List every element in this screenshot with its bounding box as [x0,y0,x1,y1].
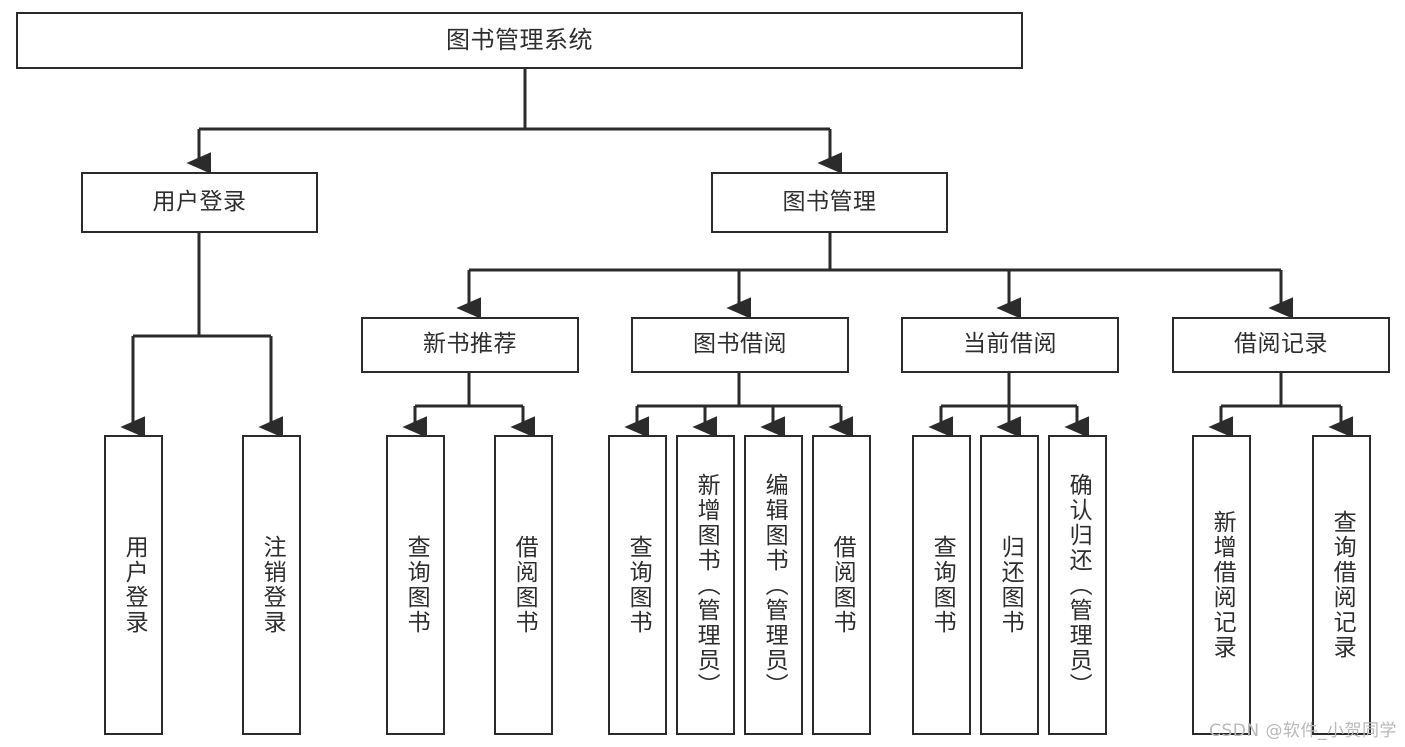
leaf-query-book-current[interactable]: 查询图书 [912,435,971,735]
node-new-book-recommendation[interactable]: 新书推荐 [361,317,579,373]
root-to-level1-connectors [186,68,843,174]
leaf-add-book-admin[interactable]: 新增图书（管理员） [676,435,735,735]
leaf-user-login[interactable]: 用户登录 [104,435,163,735]
node-current-borrowing[interactable]: 当前借阅 [901,317,1119,373]
node-label: 用户登录 [121,535,148,635]
borrow-records-to-leaves-connectors [1208,373,1354,438]
node-label: 当前借阅 [963,331,1057,358]
leaf-add-borrow-record[interactable]: 新增借阅记录 [1192,435,1251,735]
leaf-query-book-borrow[interactable]: 查询图书 [608,435,667,735]
node-label: 用户登录 [152,188,247,215]
node-label: 借阅图书 [511,535,538,635]
user-login-to-leaves-connectors [120,233,284,438]
node-label: 图书借阅 [693,331,787,358]
new-books-to-leaves-connectors [402,373,536,438]
node-label: 查询图书 [929,535,956,635]
node-label: 图书管理系统 [446,26,593,55]
node-label: 图书管理 [782,188,877,215]
leaf-edit-book-admin[interactable]: 编辑图书（管理员） [744,435,803,735]
leaf-logout[interactable]: 注销登录 [242,435,301,735]
node-label: 借阅图书 [829,535,856,635]
node-user-login[interactable]: 用户登录 [81,172,318,233]
node-label: 新书推荐 [423,331,517,358]
node-label: 编辑图书（管理员） [761,472,788,698]
node-label: 借阅记录 [1234,331,1328,358]
leaf-confirm-return-admin[interactable]: 确认归还（管理员） [1048,435,1107,735]
node-book-borrowing[interactable]: 图书借阅 [631,317,849,373]
book-borrow-to-leaves-connectors [624,373,854,438]
leaf-query-book-new-books[interactable]: 查询图书 [386,435,445,735]
leaf-borrow-book-new-books[interactable]: 借阅图书 [494,435,553,735]
leaf-borrow-book[interactable]: 借阅图书 [812,435,871,735]
leaf-query-borrow-record[interactable]: 查询借阅记录 [1312,435,1371,735]
node-label: 新增借阅记录 [1209,510,1236,660]
node-borrowing-records[interactable]: 借阅记录 [1172,317,1390,373]
current-borrow-to-leaves-connectors [928,373,1090,438]
node-label: 查询图书 [403,535,430,635]
node-label: 确认归还（管理员） [1065,472,1092,698]
node-label: 查询图书 [625,535,652,635]
book-management-to-level2-connectors [456,233,1294,319]
node-book-management[interactable]: 图书管理 [711,172,948,233]
node-root-book-management-system[interactable]: 图书管理系统 [16,12,1023,69]
node-label: 注销登录 [259,535,286,635]
node-label: 新增图书（管理员） [693,472,720,698]
leaf-return-book[interactable]: 归还图书 [980,435,1039,735]
node-label: 查询借阅记录 [1329,510,1356,660]
node-label: 归还图书 [997,535,1024,635]
